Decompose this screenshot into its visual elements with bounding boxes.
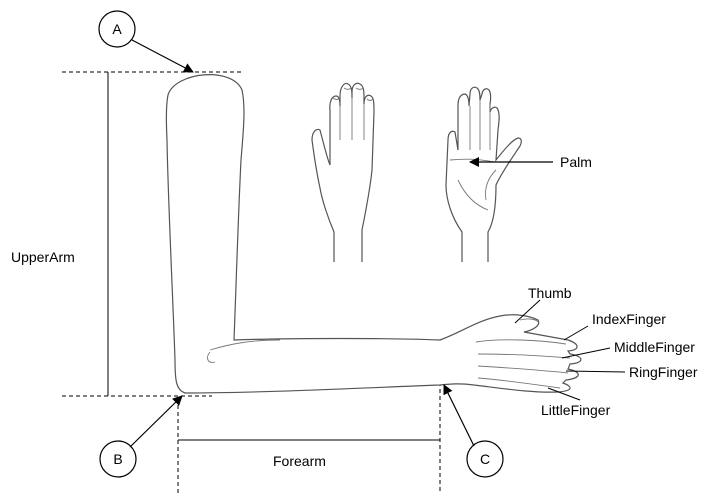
hand-palm-illustration (446, 87, 521, 262)
hand-back-illustration (312, 83, 374, 262)
ring-finger-label: RingFinger (629, 364, 698, 380)
arrow-c (444, 385, 474, 446)
upperarm-label: UpperArm (11, 249, 75, 265)
index-finger-pointer (564, 326, 588, 340)
little-finger-label: LittleFinger (541, 402, 611, 418)
palm-label: Palm (560, 154, 592, 170)
arrow-a (132, 40, 193, 72)
thumb-label: Thumb (528, 285, 572, 301)
marker-a: A (99, 11, 135, 47)
index-finger-label: IndexFinger (592, 311, 666, 327)
svg-text:A: A (112, 21, 122, 37)
svg-text:B: B (113, 451, 122, 467)
forearm-label: Forearm (273, 453, 326, 469)
arrow-b (130, 396, 182, 447)
svg-text:C: C (480, 451, 490, 467)
middle-finger-label: MiddleFinger (614, 339, 695, 355)
marker-c: C (467, 441, 503, 477)
